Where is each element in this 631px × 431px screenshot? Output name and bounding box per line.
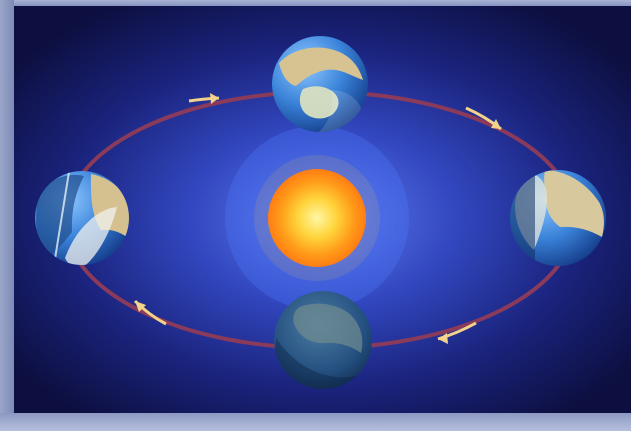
arrow-bottom-left-head <box>135 301 146 312</box>
terminator-left <box>53 171 70 265</box>
arrow-bottom-right-head <box>438 333 448 344</box>
slide-border-top <box>0 0 631 6</box>
earth-night-left <box>36 174 84 263</box>
earth-shadow-bottom <box>274 338 372 389</box>
orbit-svg <box>14 6 631 413</box>
earth-land-top <box>279 47 363 86</box>
orbit-arrows <box>133 93 502 344</box>
earth-land-right <box>544 170 604 237</box>
earth-cloud-left <box>65 207 117 265</box>
sun-icon <box>268 169 366 267</box>
arrow-top-right-head <box>491 119 501 129</box>
earth-land-bottom <box>293 303 363 353</box>
orbit-diagram <box>14 6 631 413</box>
arrow-top-left-head <box>210 93 219 104</box>
earth-cloud-top <box>299 86 339 119</box>
slide-border-left <box>0 0 14 431</box>
earth-right <box>510 170 606 266</box>
slide-border-bottom <box>0 413 631 431</box>
earth-bottom <box>274 291 372 389</box>
earth-left <box>35 171 129 265</box>
